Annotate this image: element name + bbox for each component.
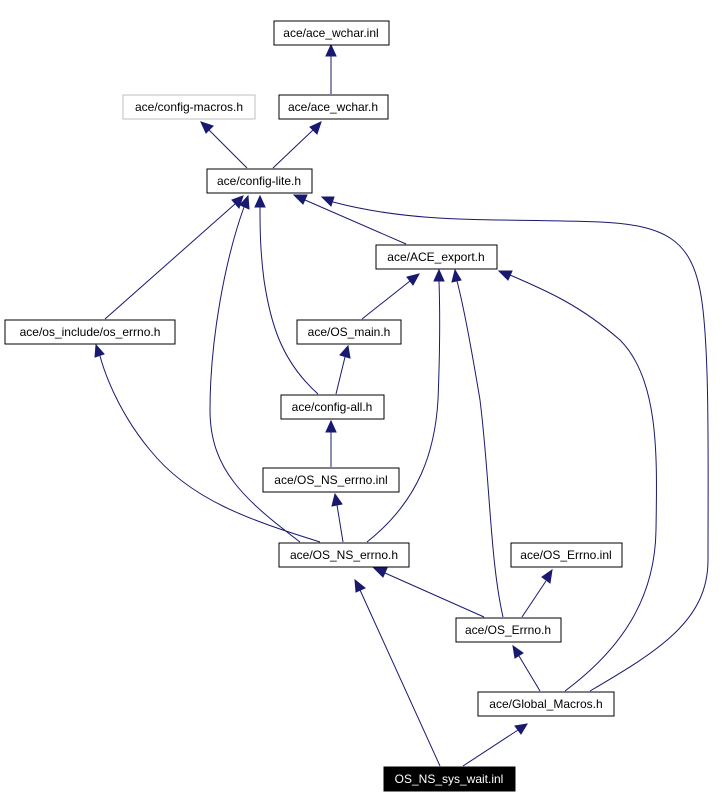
node-os-ns-errno-inl[interactable]: ace/OS_NS_errno.inl [262,467,400,493]
node-label: ace/OS_Errno.inl [520,548,611,562]
edge-ace-export-to-config-lite [292,194,407,245]
node-label: ace/OS_NS_errno.inl [274,473,387,487]
node-box [122,94,256,120]
nodes: ace/ace_wchar.inl ace/config-macros.h ac… [4,20,623,792]
node-os-main[interactable]: ace/OS_main.h [296,319,402,345]
edge-os-errno-h-to-os-ns-errno-h [372,567,485,618]
edge-os-ns-errno-h-to-config-lite [209,194,301,543]
edge-config-all-to-os-main [335,344,351,395]
edge-global-macros-to-config-lite [320,196,709,692]
node-label: ace/ace_wchar.inl [283,26,378,40]
node-ace-wchar-h[interactable]: ace/ace_wchar.h [278,94,389,120]
node-label: ace/OS_main.h [308,325,391,339]
edge-os-ns-sys-wait-to-os-ns-errno-h [354,578,441,767]
node-config-lite[interactable]: ace/config-lite.h [206,168,313,194]
edge-os-ns-errno-h-to-os-ns-errno-inl [331,492,344,543]
edge-os-ns-sys-wait-to-global-macros [462,723,528,767]
node-label: ace/OS_Errno.h [465,623,551,637]
edges [94,43,709,767]
node-box [383,766,516,792]
edge-ace-wchar-h-to-ace-wchar-inl [325,43,337,94]
node-ace-wchar-inl[interactable]: ace/ace_wchar.inl [273,20,390,46]
node-box [296,319,402,345]
edge-global-macros-to-ace-export [497,270,657,692]
node-box [273,20,390,46]
node-os-ns-errno-h[interactable]: ace/OS_NS_errno.h [278,542,410,568]
node-box [278,94,389,120]
node-box [278,542,410,568]
node-label: ace/Global_Macros.h [489,697,602,711]
node-os-include-os-errno[interactable]: ace/os_include/os_errno.h [4,319,176,345]
edge-os-ns-errno-h-to-os-include-errno [94,343,321,543]
node-global-macros[interactable]: ace/Global_Macros.h [477,691,615,717]
edge-os-include-errno-to-config-lite [104,195,244,320]
node-box [206,168,313,194]
edge-config-lite-to-ace-wchar-h [272,121,322,169]
node-box [455,617,562,643]
node-label: ace/ACE_export.h [387,250,484,264]
node-label: OS_NS_sys_wait.inl [395,772,504,786]
node-label: ace/os_include/os_errno.h [20,325,161,339]
node-box [262,467,400,493]
edge-os-ns-errno-inl-to-config-all [325,419,337,467]
edge-os-ns-errno-h-to-ace-export [366,268,445,543]
edge-os-errno-h-to-ace-export [451,268,504,618]
node-config-all[interactable]: ace/config-all.h [280,394,385,420]
node-box [477,691,615,717]
node-os-errno-inl[interactable]: ace/OS_Errno.inl [510,542,623,568]
node-box [375,244,498,270]
node-box [4,319,176,345]
node-label: ace/config-lite.h [217,174,301,188]
edge-config-all-to-config-lite [254,194,319,395]
node-box [280,394,385,420]
node-label: ace/config-macros.h [135,100,243,114]
edge-global-macros-to-os-errno-h [512,644,541,692]
node-label: ace/config-all.h [292,400,373,414]
node-os-ns-sys-wait-inl[interactable]: OS_NS_sys_wait.inl [383,766,516,792]
node-config-macros[interactable]: ace/config-macros.h [122,94,256,120]
node-box [510,542,623,568]
node-os-errno-h[interactable]: ace/OS_Errno.h [455,617,562,643]
node-label: ace/ace_wchar.h [288,100,378,114]
node-ace-export[interactable]: ace/ACE_export.h [375,244,498,270]
node-label: ace/OS_NS_errno.h [290,548,398,562]
edge-os-errno-h-to-os-errno-inl [521,568,553,618]
edge-config-lite-to-config-macros [200,121,248,169]
edge-os-main-to-ace-export [361,273,420,320]
